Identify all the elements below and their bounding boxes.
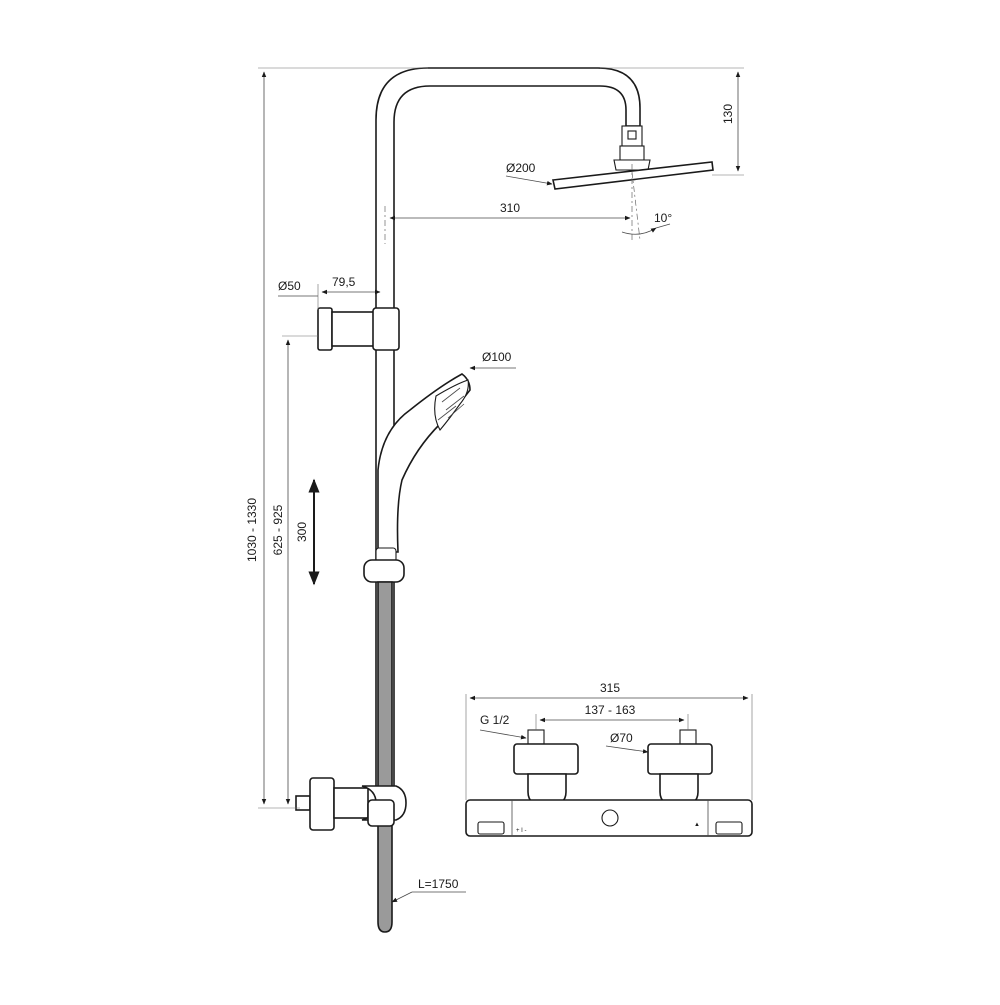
right-inlet-eccentric — [647, 743, 713, 775]
dim-total-height — [258, 67, 428, 809]
dim-tilt-angle — [621, 164, 671, 240]
rain-shower-head — [552, 161, 714, 190]
label-head-height: 130 — [721, 104, 735, 124]
label-head-diameter: Ø200 — [506, 161, 536, 175]
label-bracket-diameter: Ø50 — [278, 279, 301, 293]
lower-wall-connector — [295, 777, 407, 831]
label-inlet-thread: G 1/2 — [480, 713, 510, 727]
label-holder-range: 625 - 925 — [271, 504, 285, 555]
label-inlet-centers: 137 - 163 — [585, 703, 636, 717]
left-inlet-thread — [527, 729, 545, 745]
left-inlet-eccentric — [513, 743, 579, 775]
hand-shower-body — [377, 373, 471, 553]
label-holder-offset: 79,5 — [332, 275, 356, 289]
dim-holder-offset — [317, 284, 381, 310]
slider-holder — [363, 559, 405, 583]
leader-head-diameter — [505, 175, 553, 186]
thermostatic-mixer: + I - ▲ — [465, 729, 753, 837]
shower-hose — [377, 581, 393, 933]
label-inlet-diameter: Ø70 — [610, 731, 633, 745]
shower-column — [375, 67, 714, 801]
temperature-handle — [477, 821, 505, 835]
flow-handle — [715, 821, 743, 835]
right-inlet-thread — [679, 729, 697, 745]
svg-text:+ I -: + I - — [516, 828, 527, 834]
label-slide-travel: 300 — [295, 522, 309, 542]
dim-head-height — [600, 67, 744, 176]
label-hose-length: L=1750 — [418, 877, 459, 891]
hand-shower — [363, 373, 471, 583]
mixer-outlet — [601, 809, 619, 827]
upper-wall-bracket — [317, 307, 400, 351]
leader-inlet-thread — [479, 729, 527, 740]
label-tilt-angle: 10° — [654, 211, 672, 225]
dim-inlet-centers — [535, 714, 689, 730]
label-mixer-width: 315 — [600, 681, 620, 695]
dim-mixer-width — [465, 694, 753, 800]
label-arm-reach: 310 — [500, 201, 520, 215]
label-hand-shower-diameter: Ø100 — [482, 350, 512, 364]
label-total-height: 1030 - 1330 — [245, 498, 259, 562]
dim-holder-range — [282, 335, 318, 805]
head-connector — [619, 145, 645, 161]
dim-arm-reach — [384, 171, 641, 244]
leader-inlet-diameter — [605, 745, 649, 754]
svg-text:▲: ▲ — [694, 822, 700, 828]
